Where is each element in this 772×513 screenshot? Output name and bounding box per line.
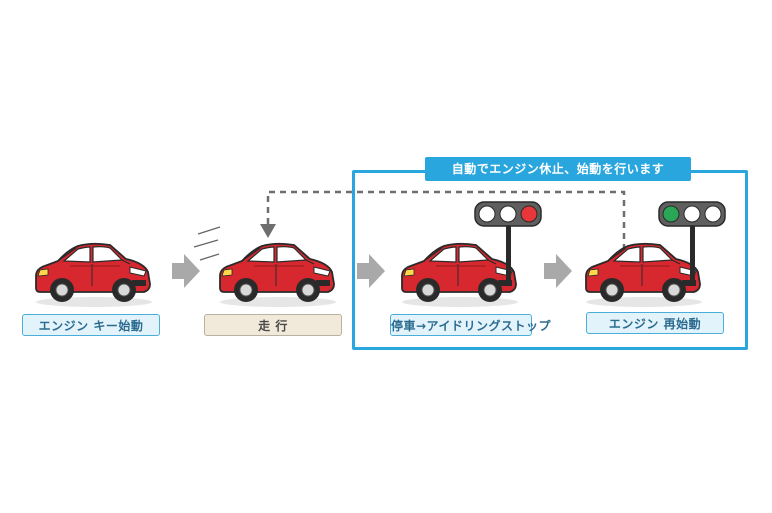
step-label-idle-stop: 停車→アイドリングストップ [390,314,550,336]
car-icon [214,236,338,308]
step-label-restart: エンジン 再始動 [586,312,724,334]
step-arrow-icon [544,254,572,288]
step-arrow-icon [172,254,200,288]
auto-control-banner: 自動でエンジン休止、始動を行います [425,157,691,181]
car-icon [30,236,154,308]
step-label-driving: 走 行 [204,314,342,336]
traffic-light-icon [474,201,542,284]
step-arrow-icon [357,254,385,288]
step-label-key-start: エンジン キー始動 [22,314,160,336]
traffic-light-icon [658,201,726,284]
